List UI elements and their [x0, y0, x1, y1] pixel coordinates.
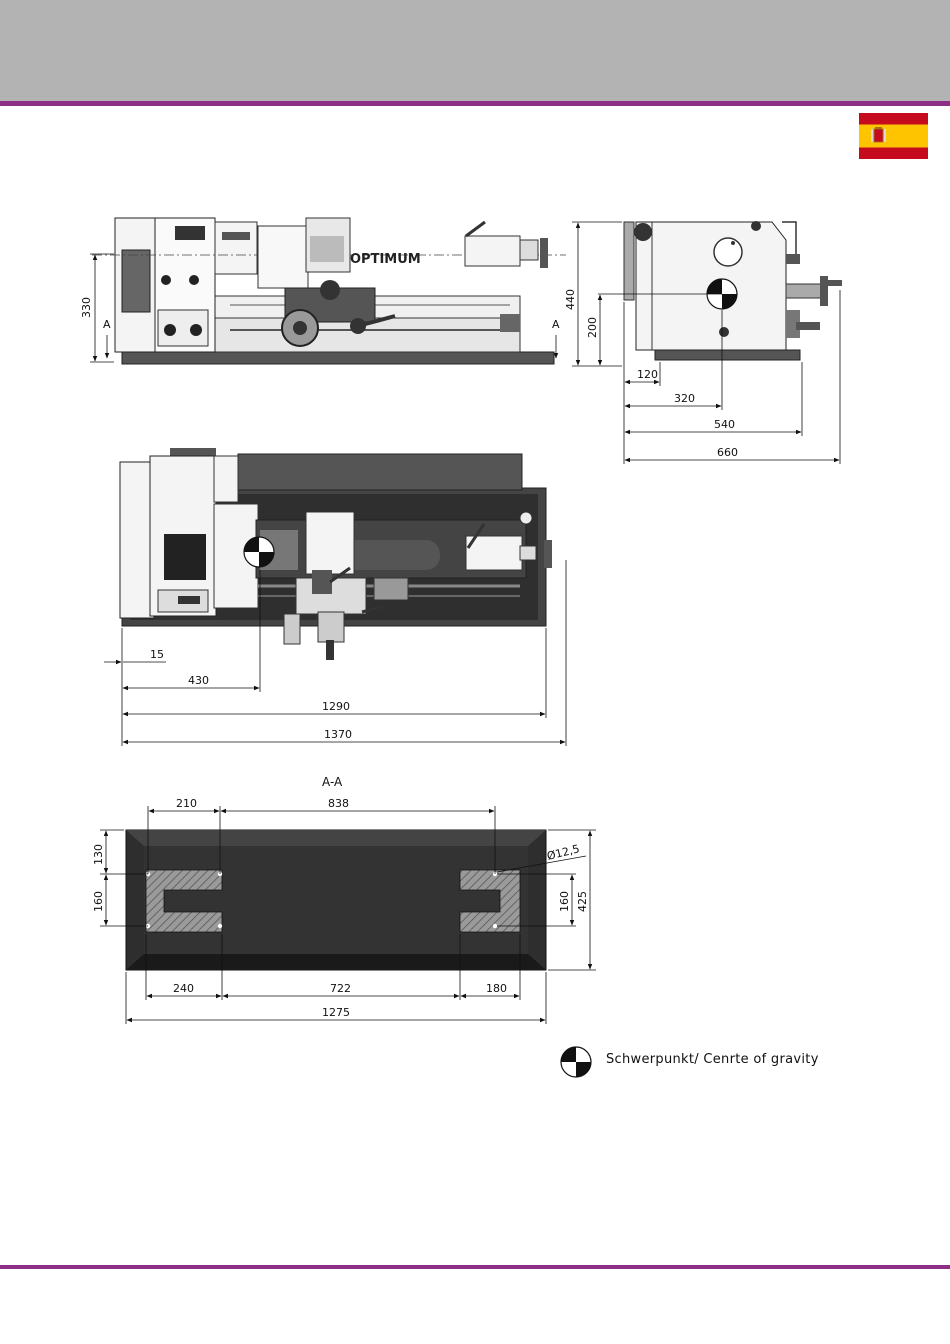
side-dim-660: 660 [717, 446, 738, 459]
side-dim-540: 540 [714, 418, 735, 431]
brand-label: OPTIMUM [350, 252, 421, 267]
side-view: 440 200 120 320 540 660 [564, 221, 842, 464]
legend-text: Schwerpunkt/ Cenrte of gravity [606, 1052, 819, 1067]
centre-of-gravity-icon [561, 1047, 591, 1077]
side-height-total: 440 [564, 289, 577, 310]
footer-rule [0, 1265, 950, 1269]
sec-dim-838: 838 [328, 797, 349, 810]
side-height-cog: 200 [586, 317, 599, 338]
sec-dim-240: 240 [173, 982, 194, 995]
sec-dim-160-right: 160 [558, 891, 571, 912]
sec-dim-722: 722 [330, 982, 351, 995]
front-view: OPTIMUM 330 A A [80, 218, 566, 364]
top-dim-1370: 1370 [324, 728, 352, 741]
sec-dim-160-left: 160 [92, 891, 105, 912]
top-dim-1290: 1290 [322, 700, 350, 713]
sec-dim-130: 130 [92, 844, 105, 865]
front-height-dimension: 330 [80, 297, 93, 318]
section-a-a: A-A 210 838 130 160 [92, 775, 596, 1024]
top-dim-15: 15 [150, 648, 164, 661]
top-dim-430: 430 [188, 674, 209, 687]
side-dim-320: 320 [674, 392, 695, 405]
sec-dim-180: 180 [486, 982, 507, 995]
section-title: A-A [322, 775, 343, 789]
sec-dim-1275: 1275 [322, 1006, 350, 1019]
section-marker-right: A [552, 318, 560, 331]
sec-dim-425: 425 [576, 891, 589, 912]
section-marker-left: A [103, 318, 111, 331]
sec-dim-210: 210 [176, 797, 197, 810]
top-view: 15 430 1290 1370 [104, 448, 566, 746]
side-dim-120: 120 [637, 368, 658, 381]
